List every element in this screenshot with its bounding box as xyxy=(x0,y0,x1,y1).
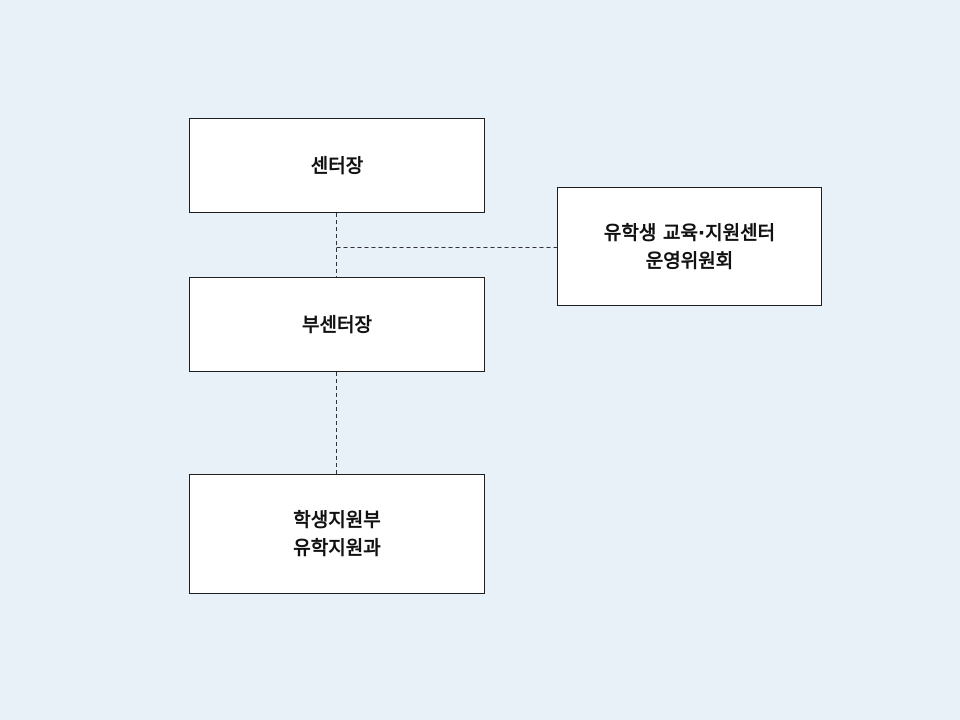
director-label: 센터장 xyxy=(310,154,364,177)
committee-label-line1: 유학생 교육·지원센터 xyxy=(603,221,776,244)
department-label-line1: 학생지원부 xyxy=(293,509,381,531)
department-label-line2: 유학지원과 xyxy=(293,537,381,559)
committee-box: 유학생 교육·지원센터 운영위원회 xyxy=(557,187,822,306)
department-box: 학생지원부 유학지원과 xyxy=(189,474,485,594)
committee-label-line2: 운영위원회 xyxy=(645,249,734,272)
director-box: 센터장 xyxy=(189,118,485,213)
vice-director-box: 부센터장 xyxy=(189,277,485,372)
vice-director-label: 부센터장 xyxy=(302,313,372,336)
